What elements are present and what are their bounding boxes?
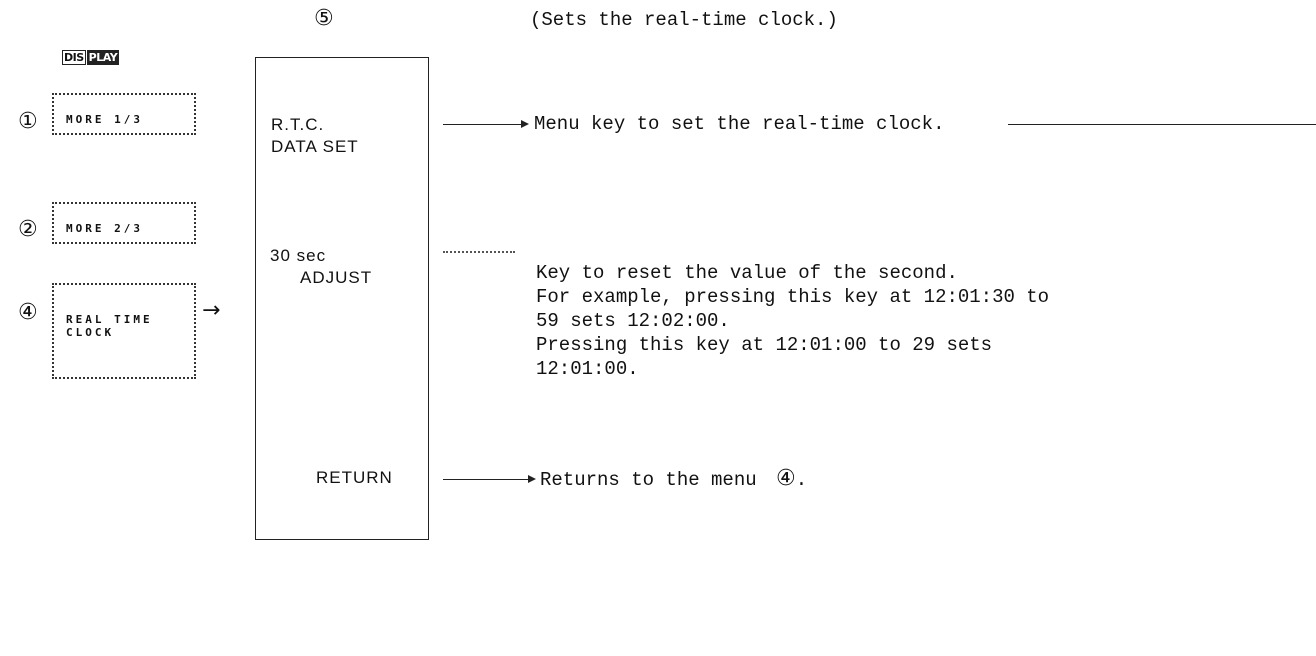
soft-key-label: MORE 1/3: [66, 113, 143, 126]
menu-item-label-line2: ADJUST: [300, 268, 373, 287]
display-key-icon: DIS PLAY: [62, 50, 120, 65]
soft-key-label: MORE 2/3: [66, 222, 143, 235]
adjust-description-line: Pressing this key at 12:01:00 to 29 sets: [536, 334, 993, 356]
soft-key-label: REAL TIME: [66, 313, 153, 326]
return-description: Returns to the menu ④.: [540, 467, 807, 492]
rtc-connector-line: [443, 124, 521, 125]
menu-item-label: 30 sec: [270, 246, 327, 265]
soft-key-marker-1: ①: [18, 109, 38, 134]
soft-key-marker-2: ②: [18, 217, 38, 242]
menu-item-30sec-adjust[interactable]: 30 sec ADJUST: [270, 245, 372, 289]
return-connector-line: [443, 479, 528, 480]
adjust-description-line: 12:01:00.: [536, 358, 639, 380]
display-key-right: PLAY: [86, 50, 120, 65]
adjust-description-line: 59 sets 12:02:00.: [536, 310, 730, 332]
soft-key-more-1[interactable]: MORE 1/3: [52, 93, 196, 135]
rtc-arrow-icon: [521, 120, 529, 128]
soft-key-more-2[interactable]: MORE 2/3: [52, 202, 196, 244]
adjust-description-line: For example, pressing this key at 12:01:…: [536, 286, 1050, 308]
rtc-description: Menu key to set the real-time clock.: [534, 113, 945, 135]
adjust-description: Key to reset the value of the second. Fo…: [536, 261, 1049, 381]
menu-item-label: R.T.C.: [271, 115, 325, 134]
display-key-left: DIS: [62, 50, 86, 65]
menu-item-rtc-data-set[interactable]: R.T.C. DATA SET: [271, 114, 359, 158]
step-marker: ⑤: [314, 6, 334, 31]
page-caption: (Sets the real-time clock.): [530, 9, 838, 31]
soft-key-real-time-clock[interactable]: REAL TIME CLOCK: [52, 283, 196, 379]
soft-key-label-line2: CLOCK: [66, 326, 115, 339]
soft-key-arrow-icon: →: [202, 298, 221, 323]
return-arrow-icon: [528, 475, 536, 483]
return-menu-marker: ④: [776, 466, 796, 491]
adjust-description-line: Key to reset the value of the second.: [536, 262, 958, 284]
menu-panel: [255, 57, 429, 540]
menu-item-label-line2: DATA SET: [271, 137, 359, 156]
menu-item-return[interactable]: RETURN: [316, 468, 393, 487]
return-period: .: [795, 469, 808, 491]
soft-key-marker-4: ④: [18, 300, 38, 325]
adjust-connector-line: [443, 251, 515, 253]
return-description-text: Returns to the menu: [540, 469, 757, 491]
rtc-continuation-line: [1008, 124, 1316, 125]
